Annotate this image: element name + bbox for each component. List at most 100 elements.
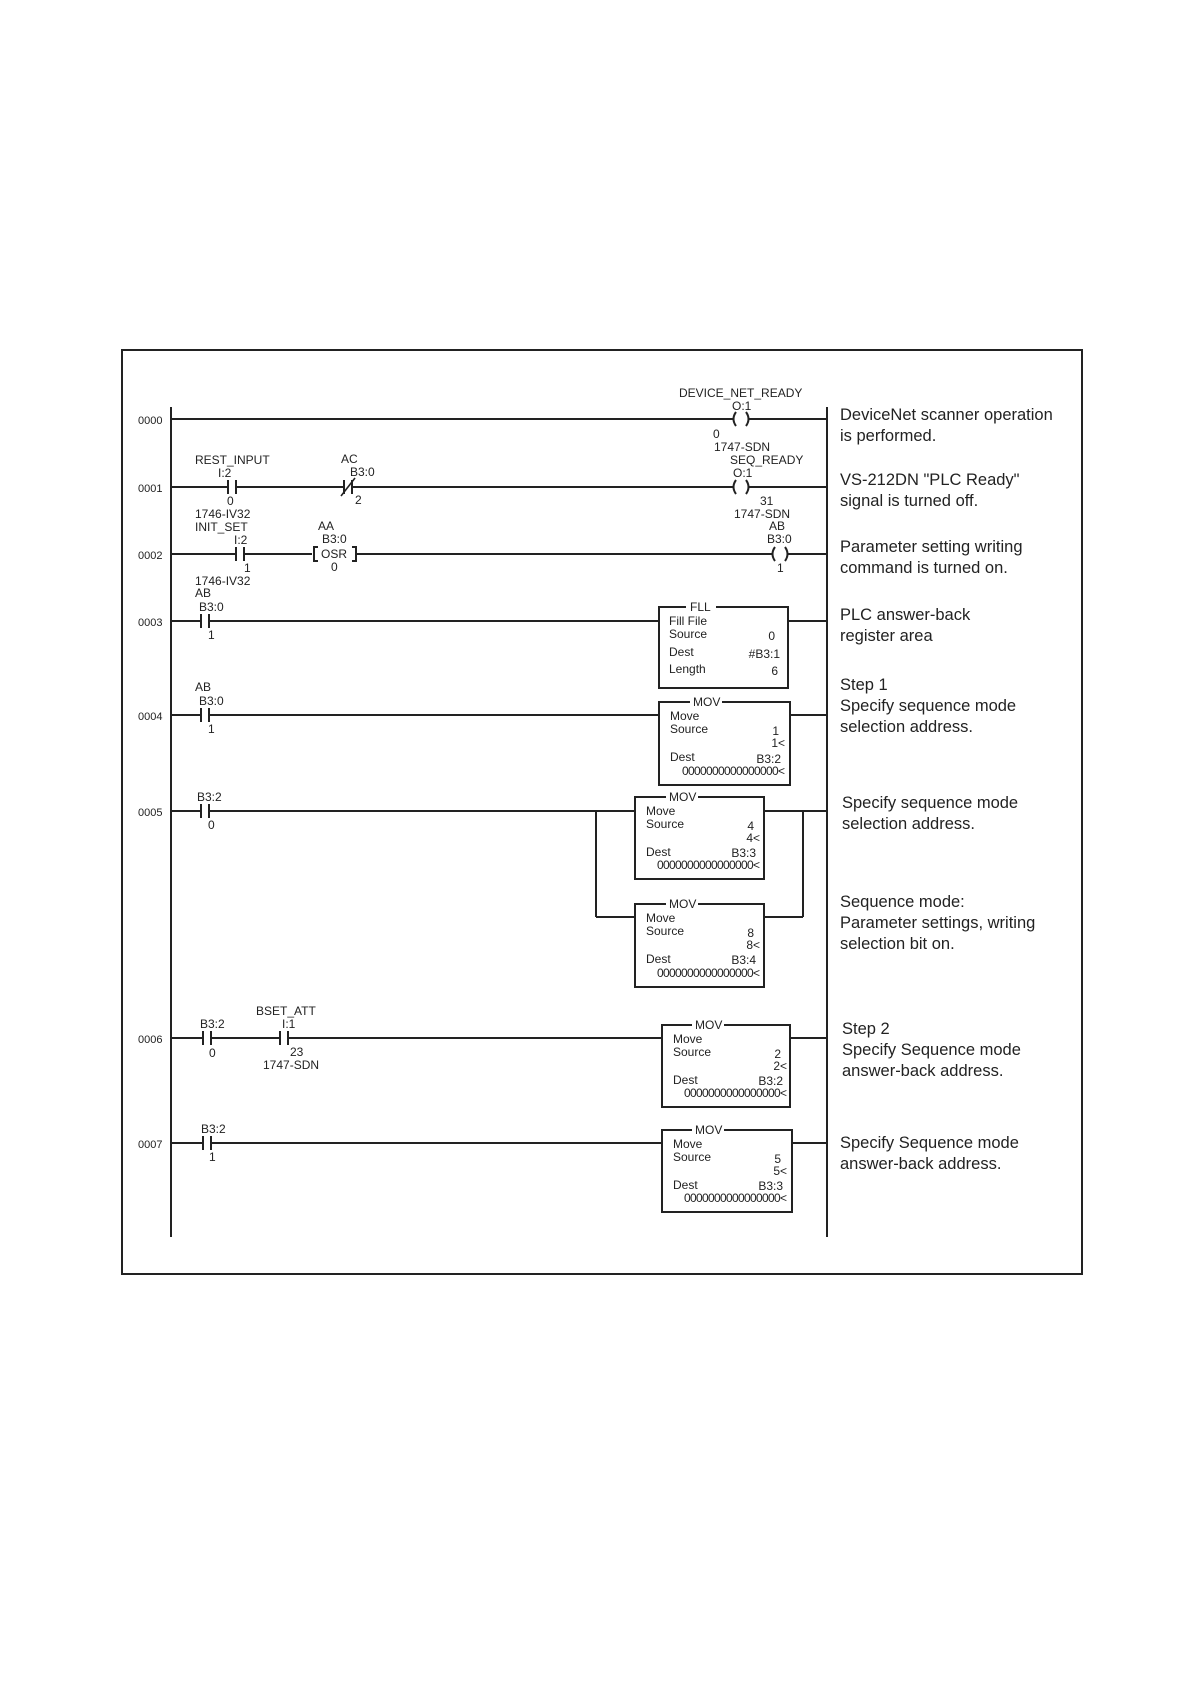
rung-comment: Sequence mode: xyxy=(840,893,965,911)
contact-address: I:2 xyxy=(234,533,248,547)
block-source-label: Source xyxy=(646,817,684,831)
rung-comment: PLC answer-back xyxy=(840,606,971,624)
block-dest: B3:3 xyxy=(758,1179,783,1193)
block-source-label: Source xyxy=(673,1150,711,1164)
block-source-label: Source xyxy=(646,924,684,938)
block-source-live: 2< xyxy=(773,1059,787,1073)
block-source-live: 4< xyxy=(746,831,760,845)
block-title: MOV xyxy=(693,695,720,709)
rung-comment: is performed. xyxy=(840,427,936,445)
rung-comment: Specify sequence mode xyxy=(840,697,1016,715)
block-row-label: Dest xyxy=(669,645,694,659)
contact-tag: REST_INPUT xyxy=(195,453,270,467)
rung-number: 0001 xyxy=(138,483,162,495)
contact-address: B3:2 xyxy=(201,1122,226,1136)
block-row-label: Source xyxy=(669,627,707,641)
block-source-live: 8< xyxy=(746,938,760,952)
block-dest-label: Dest xyxy=(646,845,671,859)
coil-bit: 0 xyxy=(713,427,720,441)
contact-bit: 1 xyxy=(209,1150,216,1164)
contact-tag: AB xyxy=(195,680,211,694)
rung-comment: answer-back address. xyxy=(842,1062,1003,1080)
block-title: MOV xyxy=(669,897,696,911)
rung-comment: Specify sequence mode xyxy=(842,794,1018,812)
rung-number: 0004 xyxy=(138,711,162,723)
block-dest-label: Dest xyxy=(673,1178,698,1192)
rung-0001: 0001 REST_INPUT I:2 0 1746-IV32 AC B3:0 … xyxy=(138,452,1020,521)
contact-bit: 1 xyxy=(208,722,215,736)
coil-tag: DEVICE_NET_READY xyxy=(679,386,802,400)
rung-0005: 0005 B3:2 0 MOV Move Source 4 4< Dest B3… xyxy=(138,790,1035,988)
contact-address: B3:0 xyxy=(199,600,224,614)
contact-tag: BSET_ATT xyxy=(256,1004,316,1018)
block-title: MOV xyxy=(695,1018,722,1032)
block-dest-label: Dest xyxy=(646,952,671,966)
block-dest-label: Dest xyxy=(670,750,695,764)
rung-number: 0007 xyxy=(138,1139,162,1151)
mov-block xyxy=(634,903,765,988)
rung-comment: Specify Sequence mode xyxy=(840,1134,1019,1152)
block-dest-bits: 0000000000000000< xyxy=(684,1191,787,1205)
rung-0007: 0007 B3:2 1 MOV Move Source 5 5< Dest B3… xyxy=(138,1122,1019,1213)
contact-bit: 23 xyxy=(290,1045,304,1059)
rung-number: 0006 xyxy=(138,1034,162,1046)
fll-block xyxy=(658,606,789,689)
contact-bit: 1 xyxy=(208,628,215,642)
rung-comment: Step 2 xyxy=(842,1020,890,1038)
rung-comment: DeviceNet scanner operation xyxy=(840,406,1053,424)
mov-block xyxy=(661,1024,791,1108)
rung-comment: signal is turned off. xyxy=(840,492,978,510)
osr-bit: 0 xyxy=(331,560,338,574)
coil-address: B3:0 xyxy=(767,532,792,546)
rung-0000: 0000 DEVICE_NET_READY O:1 0 1747-SDN Dev… xyxy=(138,386,1053,454)
block-dest-bits: 0000000000000000< xyxy=(657,858,760,872)
contact-address: I:1 xyxy=(282,1017,296,1031)
mov-block xyxy=(658,701,791,786)
rung-comment: selection bit on. xyxy=(840,935,955,953)
contact-tag: AC xyxy=(341,452,358,466)
rung-0003: 0003 AB B3:0 1 FLL Fill File Source 0 De… xyxy=(138,586,971,689)
block-source-label: Source xyxy=(673,1045,711,1059)
rung-0002: 0002 INIT_SET I:2 1 1746-IV32 AA B3:0 OS… xyxy=(138,519,1023,588)
mov-block xyxy=(634,796,765,880)
block-row-value: #B3:1 xyxy=(749,647,781,661)
contact-bit: 1 xyxy=(244,561,251,575)
contact-address: B3:0 xyxy=(199,694,224,708)
coil-address: O:1 xyxy=(732,399,752,413)
contact-address: I:2 xyxy=(218,466,232,480)
block-dest: B3:4 xyxy=(731,953,756,967)
diagram-frame xyxy=(121,349,1083,1275)
contact-module: 1746-IV32 xyxy=(195,574,251,588)
contact-address: B3:2 xyxy=(200,1017,225,1031)
contact-bit: 0 xyxy=(208,818,215,832)
rung-number: 0003 xyxy=(138,617,162,629)
contact-module: 1746-IV32 xyxy=(195,507,251,521)
block-dest: B3:3 xyxy=(731,846,756,860)
coil-module: 1747-SDN xyxy=(734,507,790,521)
rung-0006: 0006 B3:2 0 BSET_ATT I:1 23 1747-SDN MOV… xyxy=(138,1004,1021,1108)
block-dest-bits: 0000000000000000< xyxy=(657,966,760,980)
rung-comment: selection address. xyxy=(840,718,973,736)
contact-address: B3:0 xyxy=(350,465,375,479)
block-subtitle: Fill File xyxy=(669,614,707,628)
rung-comment: selection address. xyxy=(842,815,975,833)
block-row-value: 0 xyxy=(768,629,775,643)
block-source: 2 xyxy=(774,1047,781,1061)
block-title: FLL xyxy=(690,600,711,614)
coil-tag: SEQ_READY xyxy=(730,453,803,467)
rung-comment: Parameter settings, writing xyxy=(840,914,1035,932)
block-source-live: 1< xyxy=(771,736,785,750)
osr-label: OSR xyxy=(321,547,347,561)
mov-block xyxy=(661,1129,793,1213)
block-move: Move xyxy=(670,709,700,723)
coil-address: O:1 xyxy=(733,466,753,480)
block-dest-label: Dest xyxy=(673,1073,698,1087)
rung-number: 0002 xyxy=(138,550,162,562)
block-move: Move xyxy=(673,1137,703,1151)
coil-bit: 1 xyxy=(777,561,784,575)
block-dest-bits: 0000000000000000< xyxy=(682,764,785,778)
block-move: Move xyxy=(646,911,676,925)
contact-bit: 0 xyxy=(227,494,234,508)
block-dest: B3:2 xyxy=(756,752,781,766)
